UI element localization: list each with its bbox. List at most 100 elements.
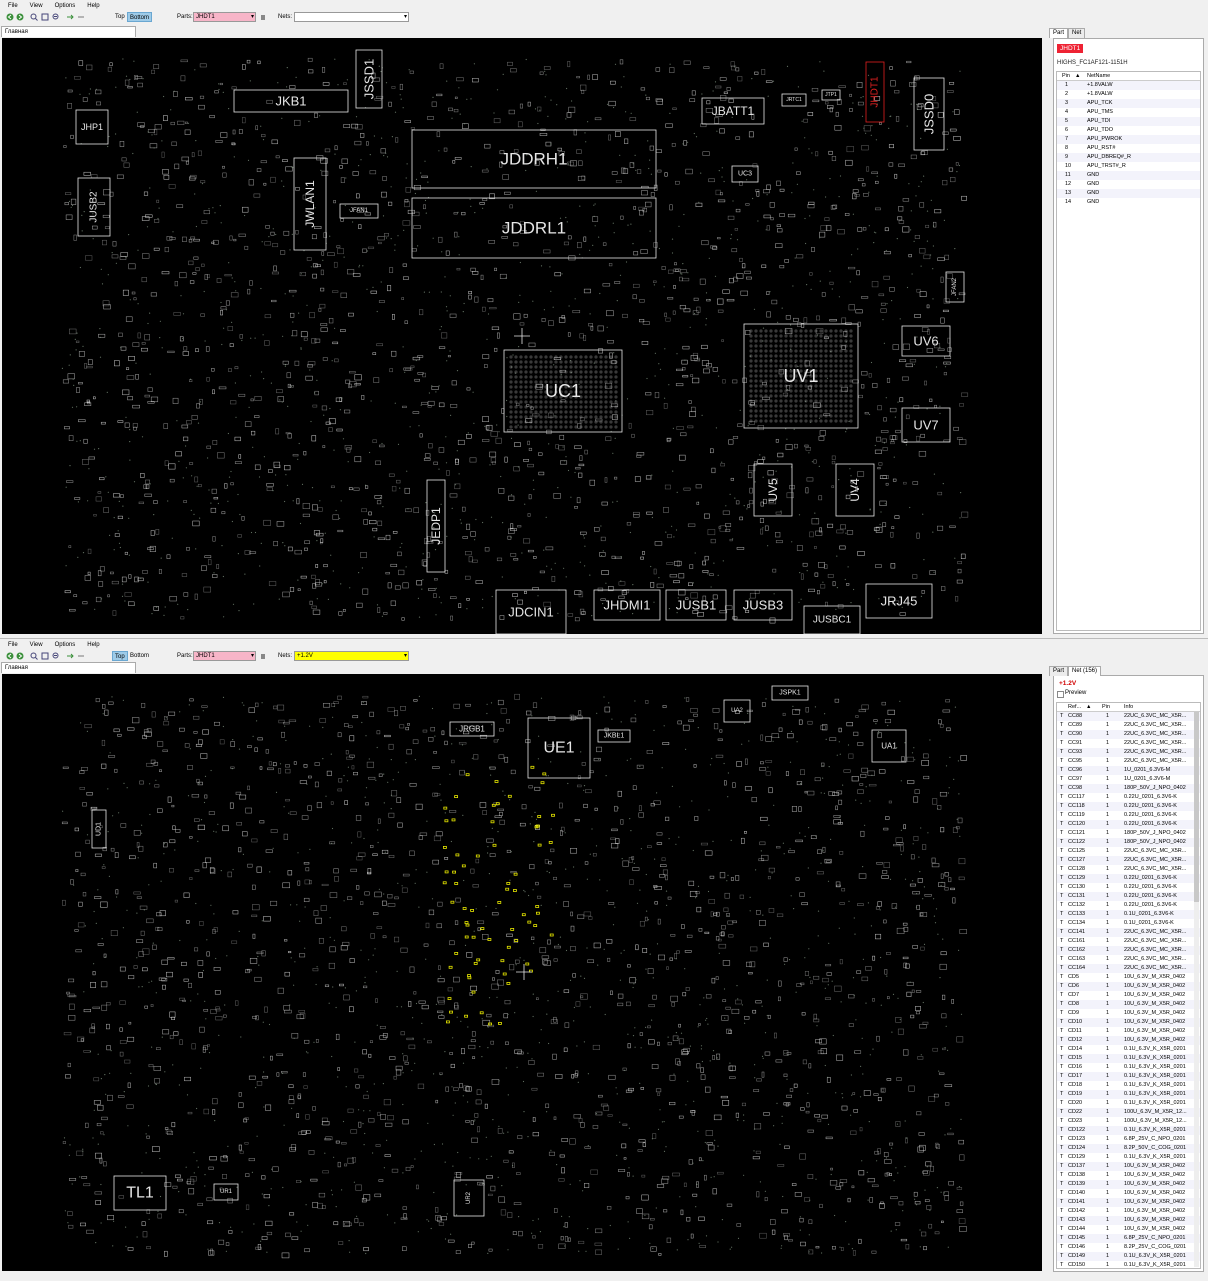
bga-ball[interactable]: [520, 421, 522, 423]
component-pad[interactable]: [922, 590, 925, 593]
tab-main[interactable]: Главная: [1, 26, 136, 37]
via[interactable]: [665, 532, 666, 533]
bga-ball[interactable]: [555, 376, 557, 378]
component-pad[interactable]: [315, 391, 319, 395]
component-pad[interactable]: [902, 377, 908, 380]
component-pad[interactable]: [395, 897, 399, 899]
component-pad[interactable]: [667, 563, 673, 565]
via[interactable]: [261, 371, 262, 372]
component-pad[interactable]: [538, 453, 542, 456]
bga-ball[interactable]: [595, 391, 597, 393]
via[interactable]: [947, 1050, 948, 1051]
component-pad[interactable]: [212, 390, 214, 394]
via[interactable]: [223, 92, 224, 93]
component-pad[interactable]: [657, 1042, 659, 1046]
via[interactable]: [115, 133, 116, 134]
bga-ball[interactable]: [615, 366, 617, 368]
component-pad[interactable]: [845, 213, 849, 215]
component-pad[interactable]: [483, 199, 487, 201]
component-pad[interactable]: [350, 736, 354, 741]
via[interactable]: [498, 739, 499, 740]
via[interactable]: [159, 208, 160, 209]
via[interactable]: [199, 518, 200, 519]
bga-ball[interactable]: [575, 401, 577, 403]
component-pad[interactable]: [313, 610, 320, 614]
component-pad[interactable]: [864, 1091, 870, 1096]
component-pad[interactable]: [655, 542, 662, 546]
component-pad[interactable]: [565, 1223, 568, 1228]
via[interactable]: [118, 530, 119, 531]
component-pad[interactable]: [165, 461, 168, 466]
component-pad[interactable]: [857, 472, 863, 477]
via[interactable]: [230, 471, 231, 472]
bga-ball[interactable]: [850, 330, 852, 332]
component-pad[interactable]: [856, 310, 863, 313]
bga-ball[interactable]: [805, 350, 807, 352]
via[interactable]: [137, 1236, 138, 1237]
bga-ball[interactable]: [820, 420, 822, 422]
bga-ball[interactable]: [760, 375, 762, 377]
via[interactable]: [107, 392, 108, 393]
component-pad[interactable]: [84, 364, 87, 369]
component-pad[interactable]: [923, 1171, 929, 1176]
bga-ball[interactable]: [510, 426, 512, 428]
component-pad[interactable]: [903, 1050, 908, 1055]
component-pad[interactable]: [141, 931, 144, 935]
component-pad[interactable]: [498, 809, 504, 811]
bga-ball[interactable]: [790, 405, 792, 407]
component-pad[interactable]: [738, 424, 743, 427]
component-pad[interactable]: [69, 546, 71, 548]
component-pad[interactable]: [217, 564, 219, 568]
component-pad[interactable]: [740, 517, 743, 520]
via[interactable]: [403, 230, 404, 231]
component-pad[interactable]: [303, 503, 310, 508]
via[interactable]: [600, 525, 601, 526]
component-pad[interactable]: [559, 1179, 564, 1182]
component-pad[interactable]: [312, 505, 317, 510]
component-pad[interactable]: [412, 249, 417, 251]
via[interactable]: [482, 208, 483, 209]
bga-ball[interactable]: [810, 395, 812, 397]
component-pad[interactable]: [428, 401, 434, 405]
bga-ball[interactable]: [755, 385, 757, 387]
component-pad[interactable]: [670, 958, 673, 961]
component-pad[interactable]: [96, 698, 100, 702]
component-pad[interactable]: [683, 725, 689, 730]
component-pad[interactable]: [315, 339, 320, 342]
via[interactable]: [115, 87, 116, 88]
via[interactable]: [345, 177, 346, 178]
bga-ball[interactable]: [850, 350, 852, 352]
via[interactable]: [474, 63, 475, 64]
via[interactable]: [394, 244, 395, 245]
component-pad[interactable]: [281, 1071, 287, 1073]
component-pad[interactable]: [378, 237, 385, 240]
via[interactable]: [583, 535, 584, 536]
component-pad[interactable]: [489, 240, 495, 243]
bga-ball[interactable]: [780, 360, 782, 362]
via[interactable]: [730, 238, 731, 239]
via[interactable]: [122, 596, 123, 597]
via[interactable]: [887, 725, 888, 726]
bga-ball[interactable]: [775, 340, 777, 342]
component-pad[interactable]: [267, 100, 273, 103]
component-pad[interactable]: [115, 852, 118, 857]
component-pad[interactable]: [903, 199, 909, 202]
component-pad[interactable]: [392, 314, 394, 319]
component-pad[interactable]: [67, 992, 70, 994]
component-pad[interactable]: [376, 999, 378, 1003]
component-pad[interactable]: [128, 976, 134, 979]
via[interactable]: [698, 502, 699, 503]
via[interactable]: [737, 1120, 738, 1121]
via[interactable]: [83, 552, 84, 553]
component-pad[interactable]: [943, 710, 950, 712]
via[interactable]: [331, 1056, 332, 1057]
component-pad[interactable]: [245, 246, 248, 249]
component-pad[interactable]: [257, 952, 263, 954]
bga-ball[interactable]: [550, 376, 552, 378]
component-pad[interactable]: [633, 295, 637, 299]
component-pad[interactable]: [341, 178, 344, 183]
component-pad[interactable]: [520, 823, 525, 826]
component-pad[interactable]: [570, 848, 576, 853]
via[interactable]: [440, 784, 441, 785]
component-pad[interactable]: [745, 787, 752, 791]
